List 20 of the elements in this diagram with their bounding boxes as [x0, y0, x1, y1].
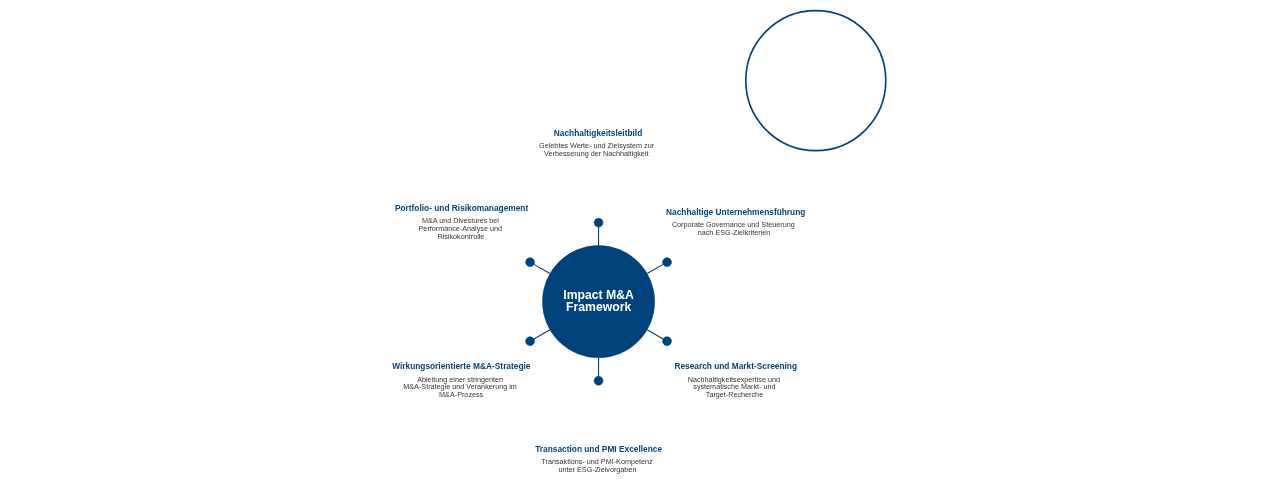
connector	[598, 226, 600, 247]
node-label: Wirkungsorientierte M&A-Strategie	[392, 361, 531, 372]
connector	[533, 263, 551, 275]
node-label: Nachhaltigkeitsleitbild	[553, 127, 643, 138]
node-label: Research und Markt-Screening	[674, 361, 798, 372]
connector	[533, 329, 551, 340]
node-circle	[662, 257, 672, 267]
node-label: Nachhaltige Unternehmensführung	[666, 206, 806, 217]
node-circle	[525, 257, 535, 267]
node-circle: Impact M&A Framework	[542, 245, 655, 359]
node-label: Transaction und PMI Excellence	[535, 444, 663, 455]
connector	[646, 263, 664, 275]
node-circle	[593, 217, 604, 228]
node-circle	[593, 376, 604, 386]
connector	[646, 329, 664, 340]
node-circle	[525, 336, 535, 346]
connector	[598, 357, 600, 377]
node-circle	[744, 9, 887, 152]
node-circle	[662, 336, 672, 346]
node-label: Portfolio- und Risikomanagement	[394, 202, 529, 213]
